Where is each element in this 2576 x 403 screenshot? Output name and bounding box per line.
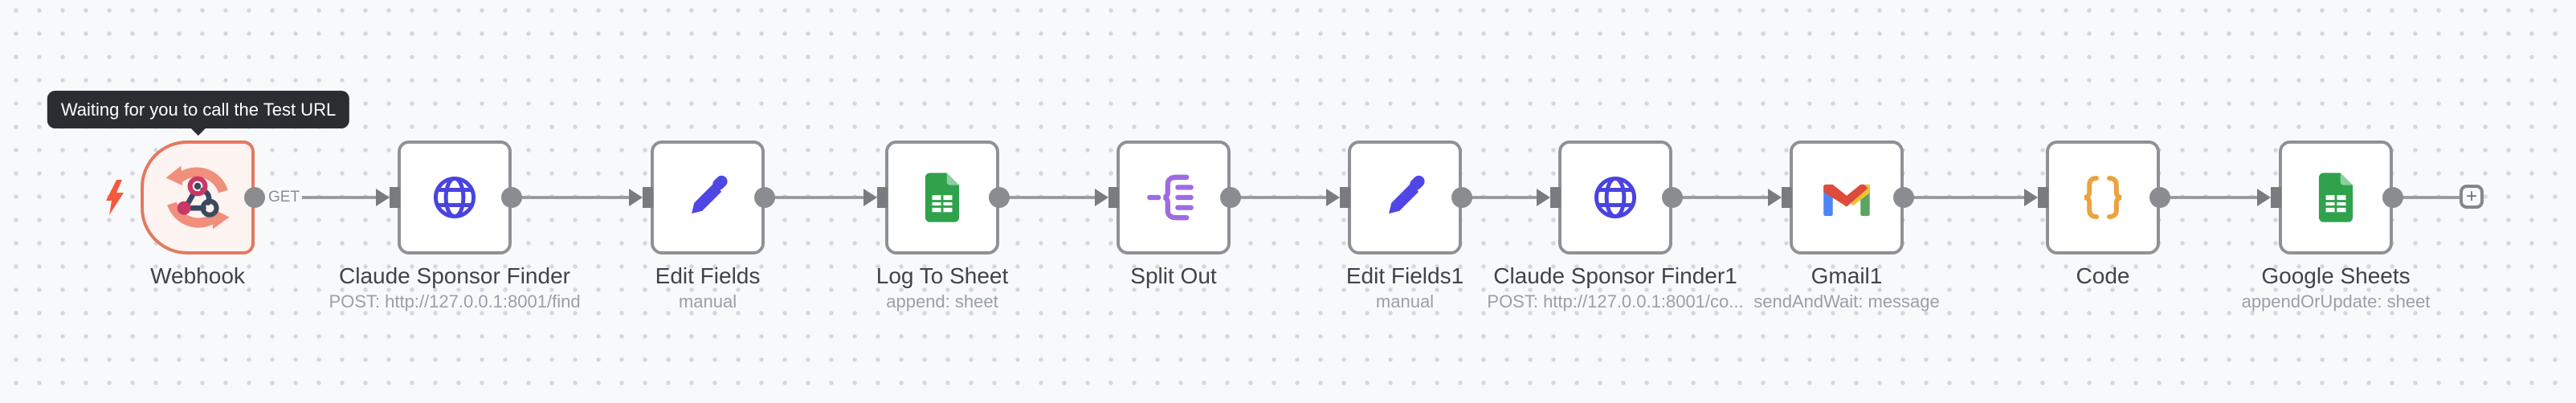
node-label: Gmail1 (1811, 263, 1883, 288)
input-connector (1782, 187, 1792, 208)
node-label: Google Sheets (2261, 263, 2411, 288)
connection-line[interactable] (1008, 196, 1095, 199)
connection-arrowhead (376, 189, 390, 206)
gmail-icon (1823, 179, 1871, 216)
connection-arrowhead (1537, 189, 1550, 206)
node-subtitle: append: sheet (886, 291, 998, 311)
pencil-icon (684, 174, 731, 221)
input-connector (390, 187, 400, 208)
code-braces-icon (2077, 172, 2129, 223)
globe-icon (1592, 174, 1639, 221)
output-connector[interactable] (244, 187, 265, 208)
node-label: Claude Sponsor Finder (339, 263, 570, 288)
node-gmail1[interactable] (1790, 140, 1904, 254)
node-code[interactable] (2046, 140, 2160, 254)
tooltip-text: Waiting for you to call the Test URL (60, 100, 337, 120)
connection-arrowhead (1095, 189, 1108, 206)
connection-arrowhead (1768, 189, 1782, 206)
node-label: Edit Fields (655, 263, 761, 288)
node-subtitle: POST: http://127.0.0.1:8001/find (329, 291, 581, 311)
node-edit-fields1[interactable] (1348, 140, 1462, 254)
globe-icon (431, 174, 478, 221)
node-claude-sponsor-finder[interactable] (398, 140, 512, 254)
node-claude-sponsor-finder1[interactable] (1558, 140, 1672, 254)
output-connector[interactable] (754, 187, 775, 208)
webhook-waiting-tooltip: Waiting for you to call the Test URL (47, 91, 350, 136)
node-caption: Google Sheets appendOrUpdate: sheet (2242, 263, 2431, 312)
node-label: Edit Fields1 (1345, 263, 1464, 288)
google-sheets-icon (2317, 173, 2354, 222)
input-connector (2271, 187, 2281, 208)
node-subtitle: manual (678, 291, 737, 311)
connection-arrowhead (629, 189, 643, 206)
connection-line-to-add-button[interactable] (2402, 196, 2460, 199)
webhook-icon (160, 160, 235, 235)
connection-line[interactable] (774, 196, 863, 199)
connection-line[interactable] (1913, 196, 2024, 199)
node-caption: Webhook (150, 263, 245, 289)
node-subtitle: appendOrUpdate: sheet (2241, 291, 2431, 311)
node-label: Webhook (150, 263, 245, 288)
connection-line[interactable] (1471, 196, 1537, 199)
output-connector[interactable] (1893, 187, 1914, 208)
add-node-button[interactable]: + (2460, 185, 2484, 209)
input-connector (1550, 187, 1561, 208)
node-subtitle: POST: http://127.0.0.1:8001/co... (1487, 291, 1744, 311)
node-label: Code (2076, 263, 2130, 288)
node-log-to-sheet[interactable] (885, 140, 999, 254)
connection-line[interactable] (1239, 196, 1326, 199)
node-edit-fields[interactable] (651, 140, 765, 254)
node-label: Log To Sheet (876, 263, 1009, 288)
node-caption: Log To Sheet append: sheet (876, 263, 1009, 312)
input-connector (877, 187, 888, 208)
output-connector[interactable] (1662, 187, 1683, 208)
node-split-out[interactable] (1117, 140, 1231, 254)
split-out-icon (1145, 169, 1202, 226)
connection-line[interactable] (301, 196, 376, 199)
connection-line[interactable] (2169, 196, 2257, 199)
google-sheets-icon (924, 173, 961, 222)
connection-arrowhead (2257, 189, 2271, 206)
output-connector[interactable] (989, 187, 1010, 208)
output-connector[interactable] (1451, 187, 1472, 208)
output-connector[interactable] (2149, 187, 2170, 208)
connection-arrowhead (863, 189, 877, 206)
pencil-icon (1382, 174, 1428, 221)
tooltip-arrow (190, 128, 206, 136)
node-caption: Split Out (1130, 263, 1216, 289)
connection-arrowhead (1326, 189, 1340, 206)
node-caption: Code (2076, 263, 2130, 289)
output-connector[interactable] (501, 187, 522, 208)
output-connection-label: GET (266, 188, 303, 207)
input-connector (1340, 187, 1350, 208)
connection-line[interactable] (521, 196, 629, 199)
node-label: Claude Sponsor Finder1 (1493, 263, 1737, 288)
node-caption: Edit Fields1 manual (1346, 263, 1464, 312)
node-webhook[interactable] (141, 140, 255, 254)
input-connector (2038, 187, 2048, 208)
lightning-bolt-icon (106, 180, 124, 219)
node-label: Split Out (1130, 263, 1217, 288)
connection-line[interactable] (1681, 196, 1768, 199)
connection-arrowhead (2024, 189, 2038, 206)
output-connector[interactable] (1220, 187, 1241, 208)
output-connector[interactable] (2382, 187, 2403, 208)
input-connector (1108, 187, 1119, 208)
node-caption: Edit Fields manual (655, 263, 761, 312)
node-subtitle: manual (1375, 291, 1435, 311)
node-google-sheets[interactable] (2279, 140, 2393, 254)
node-caption: Gmail1 sendAndWait: message (1753, 263, 1940, 312)
input-connector (643, 187, 653, 208)
node-subtitle: sendAndWait: message (1753, 291, 1940, 311)
